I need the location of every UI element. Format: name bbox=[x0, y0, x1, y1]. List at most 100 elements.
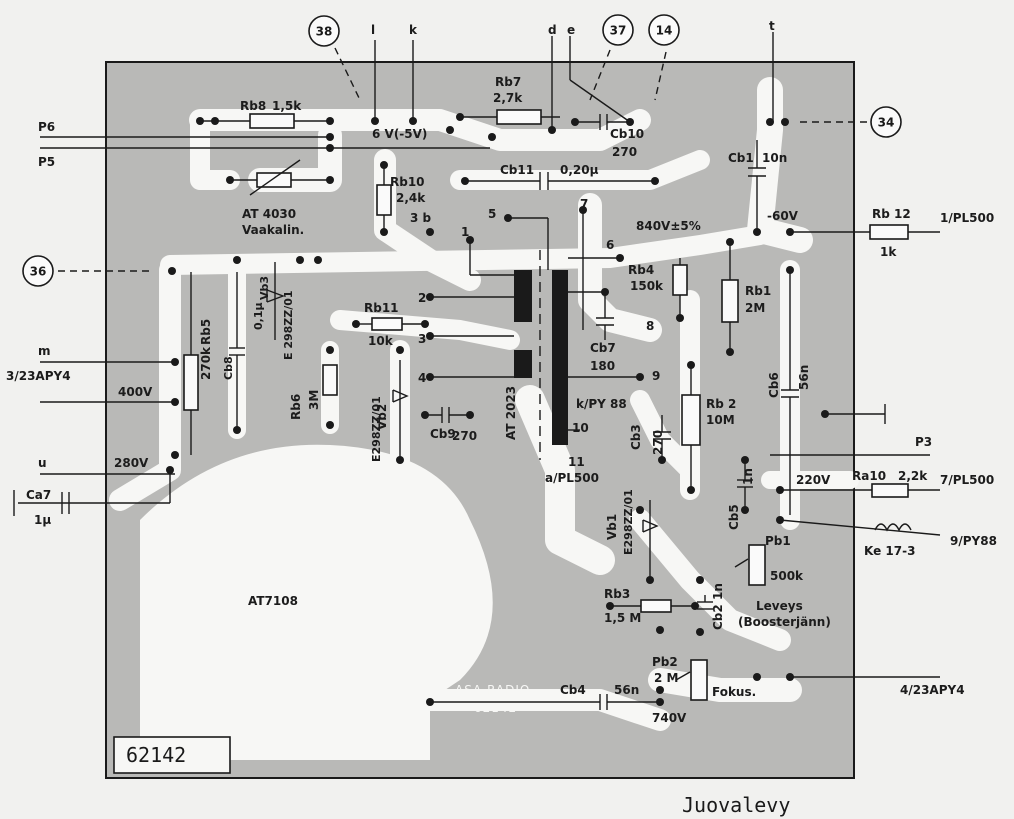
svg-text:Leveys: Leveys bbox=[756, 599, 803, 613]
svg-text:Rb11: Rb11 bbox=[364, 301, 399, 315]
svg-text:Fokus.: Fokus. bbox=[712, 685, 756, 699]
svg-text:E298ZZ/01: E298ZZ/01 bbox=[370, 396, 383, 462]
svg-text:38: 38 bbox=[316, 25, 333, 39]
svg-text:2 M: 2 M bbox=[654, 671, 678, 685]
svg-text:6 V(-5V): 6 V(-5V) bbox=[372, 127, 427, 141]
svg-text:Cb2: Cb2 bbox=[711, 604, 725, 630]
label-m: m bbox=[38, 344, 51, 358]
svg-text:Vb2: Vb2 bbox=[375, 404, 389, 430]
svg-text:Cb10: Cb10 bbox=[610, 127, 644, 141]
silk-brand: ASA RADIO bbox=[455, 683, 530, 697]
output-wires bbox=[770, 121, 941, 678]
svg-text:Rb 12: Rb 12 bbox=[872, 207, 911, 221]
svg-text:500k: 500k bbox=[770, 569, 804, 583]
svg-text:5: 5 bbox=[488, 207, 496, 221]
svg-text:7: 7 bbox=[580, 197, 588, 211]
svg-text:E 298ZZ/01: E 298ZZ/01 bbox=[282, 290, 295, 360]
svg-text:8: 8 bbox=[646, 319, 654, 333]
svg-text:Cb7: Cb7 bbox=[590, 341, 616, 355]
label-1-pl500: 1/PL500 bbox=[940, 211, 994, 225]
label-4-23apy4: 4/23APY4 bbox=[900, 683, 965, 697]
svg-text:Cb3: Cb3 bbox=[629, 424, 643, 450]
svg-text:3 b: 3 b bbox=[410, 211, 432, 225]
svg-text:Cb8: Cb8 bbox=[222, 356, 235, 380]
svg-text:270: 270 bbox=[452, 429, 477, 443]
svg-text:Cb4: Cb4 bbox=[560, 683, 586, 697]
svg-text:3: 3 bbox=[418, 332, 426, 346]
svg-text:Ra10: Ra10 bbox=[852, 469, 886, 483]
svg-text:10n: 10n bbox=[762, 151, 787, 165]
svg-text:Cb1: Cb1 bbox=[728, 151, 754, 165]
svg-text:180: 180 bbox=[590, 359, 615, 373]
callout-38: 38 bbox=[308, 15, 340, 47]
label-220v: 220V bbox=[796, 473, 831, 487]
top-pin-leads bbox=[334, 32, 774, 130]
callout-36: 36 bbox=[22, 255, 54, 287]
callout-37: 37 bbox=[602, 14, 634, 46]
solder-pads bbox=[166, 113, 829, 706]
svg-text:11: 11 bbox=[568, 455, 585, 469]
svg-text:Rb4: Rb4 bbox=[628, 263, 654, 277]
transformer-pin-numbers: 1 2 3 4 5 6 7 8 9 10 11 3 b bbox=[410, 197, 660, 469]
input-wires bbox=[18, 136, 490, 504]
svg-text:Pb1: Pb1 bbox=[765, 534, 791, 548]
label-u: u bbox=[38, 456, 47, 470]
svg-text:1n: 1n bbox=[711, 583, 725, 600]
pin-e: e bbox=[567, 23, 575, 37]
svg-text:9: 9 bbox=[652, 369, 660, 383]
svg-text:2,2k: 2,2k bbox=[898, 469, 928, 483]
component-symbols bbox=[13, 109, 912, 710]
svg-text:AT 2023: AT 2023 bbox=[504, 386, 518, 440]
svg-text:2M: 2M bbox=[745, 301, 765, 315]
label-ca7: Ca7 bbox=[26, 488, 51, 502]
svg-text:Rb7: Rb7 bbox=[495, 75, 521, 89]
svg-text:150k: 150k bbox=[630, 279, 664, 293]
svg-text:Rb5: Rb5 bbox=[199, 319, 213, 345]
label-400v: 400V bbox=[118, 385, 153, 399]
svg-text:Vb1: Vb1 bbox=[605, 514, 619, 540]
svg-text:2: 2 bbox=[418, 291, 426, 305]
svg-text:6: 6 bbox=[606, 238, 614, 252]
pin-l: l bbox=[371, 23, 375, 37]
svg-text:Rb 2: Rb 2 bbox=[706, 397, 736, 411]
svg-text:1,5 M: 1,5 M bbox=[604, 611, 641, 625]
svg-text:Cb5: Cb5 bbox=[727, 504, 741, 530]
svg-text:E298ZZ/01: E298ZZ/01 bbox=[622, 489, 635, 555]
board-id-box bbox=[113, 736, 231, 774]
svg-text:270: 270 bbox=[612, 145, 637, 159]
svg-text:270k: 270k bbox=[199, 346, 213, 380]
svg-text:Rb1: Rb1 bbox=[745, 284, 771, 298]
pin-d: d bbox=[548, 23, 557, 37]
flyback-transformer bbox=[430, 210, 640, 460]
svg-text:840V±5%: 840V±5% bbox=[636, 219, 701, 233]
svg-text:AT 4030: AT 4030 bbox=[242, 207, 296, 221]
callout-14: 14 bbox=[648, 14, 680, 46]
svg-text:Rb3: Rb3 bbox=[604, 587, 630, 601]
svg-text:1: 1 bbox=[461, 225, 469, 239]
svg-text:37: 37 bbox=[610, 24, 627, 38]
component-labels: Rb8 1,5k Rb7 2,7k Cb10 270 Cb1 10n Rb 12… bbox=[199, 75, 928, 725]
label-7-pl500: 7/PL500 bbox=[940, 473, 994, 487]
label-3-23apy4: 3/23APY4 bbox=[6, 369, 71, 383]
svg-text:Rb8: Rb8 bbox=[240, 99, 266, 113]
svg-text:Rb6: Rb6 bbox=[289, 394, 303, 420]
svg-text:1k: 1k bbox=[880, 245, 897, 259]
svg-text:740V: 740V bbox=[652, 711, 687, 725]
svg-text:3M: 3M bbox=[307, 390, 321, 410]
svg-text:Cb11: Cb11 bbox=[500, 163, 534, 177]
svg-text:(Boosterjänn): (Boosterjänn) bbox=[738, 615, 831, 629]
svg-text:0,20µ: 0,20µ bbox=[560, 163, 599, 177]
label-p5: P5 bbox=[38, 155, 55, 169]
svg-text:a/PL500: a/PL500 bbox=[545, 471, 599, 485]
svg-text:Cb9: Cb9 bbox=[430, 427, 456, 441]
svg-text:4: 4 bbox=[418, 371, 426, 385]
svg-text:0,1µ: 0,1µ bbox=[252, 302, 265, 330]
svg-text:270: 270 bbox=[651, 430, 665, 455]
label-p3: P3 bbox=[915, 435, 932, 449]
board-cutout bbox=[140, 444, 493, 760]
svg-text:Vb3: Vb3 bbox=[258, 276, 271, 300]
caption: Juovalevy bbox=[682, 793, 790, 817]
svg-text:Cb6: Cb6 bbox=[767, 372, 781, 398]
label-p6: P6 bbox=[38, 120, 55, 134]
svg-text:Rb10: Rb10 bbox=[390, 175, 425, 189]
